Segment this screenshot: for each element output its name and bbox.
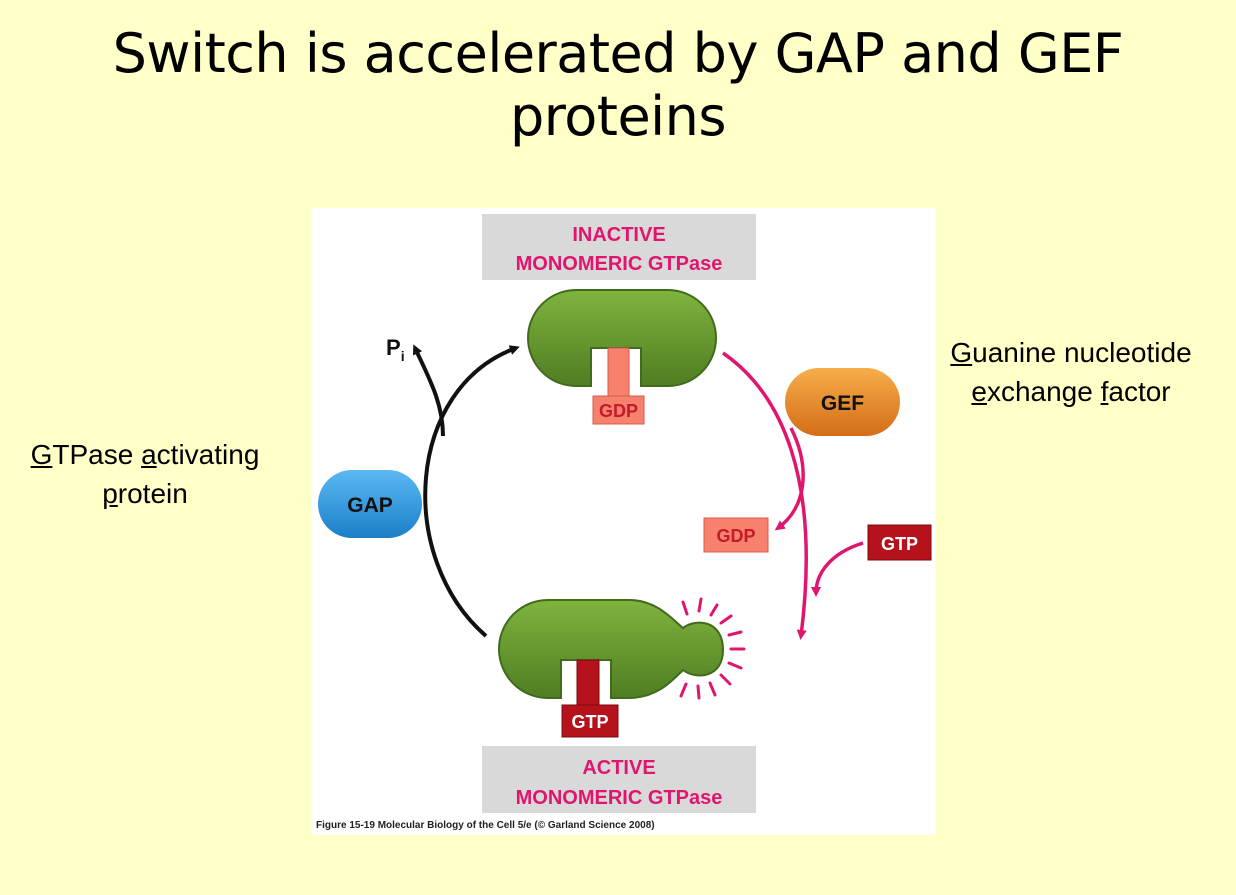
gtpase-cycle-figure: INACTIVE MONOMERIC GTPase GDP Pi GAP GEF…	[311, 208, 936, 835]
gef-protein-label: GEF	[821, 392, 864, 415]
gdp-bound-label: GDP	[599, 401, 638, 421]
active-gtpase-protein	[498, 599, 725, 699]
gef-definition-label: Guanine nucleotide exchange factor	[918, 333, 1224, 411]
gef-definition-line1: Guanine nucleotide	[950, 337, 1192, 368]
gtp-bound-label: GTP	[571, 712, 608, 732]
gdp-free-block	[703, 517, 769, 553]
gef-protein	[785, 368, 900, 436]
gtp-free-label: GTP	[881, 534, 918, 554]
pi-label: Pi	[386, 335, 405, 364]
figure-caption: Figure 15-19 Molecular Biology of the Ce…	[316, 820, 655, 831]
gap-hydrolysis-arrow	[423, 345, 520, 638]
gdp-free-label: GDP	[716, 526, 755, 546]
gtpase-cycle-diagram: INACTIVE MONOMERIC GTPase GDP Pi GAP GEF…	[318, 214, 932, 813]
gdp-bound-block	[592, 395, 645, 425]
active-label-line2: MONOMERIC GTPase	[516, 787, 723, 809]
gtp-free-block	[867, 524, 932, 561]
pi-release-arrow	[413, 344, 445, 437]
inactive-gtpase-protein	[527, 289, 717, 387]
gdp-release-arrow	[774, 427, 805, 531]
gtp-bound-block	[561, 704, 619, 738]
inactive-label-line2: MONOMERIC GTPase	[516, 253, 723, 275]
gap-protein-label: GAP	[347, 494, 393, 517]
slide-title: Switch is accelerated by GAP and GEF pro…	[112, 22, 1124, 148]
gap-definition-label: GTPase activating protein	[0, 435, 290, 513]
inactive-label-box	[482, 214, 756, 280]
gef-definition-line2: exchange factor	[971, 376, 1171, 407]
active-label-line1: ACTIVE	[582, 757, 655, 779]
gef-exchange-arrow	[722, 351, 808, 640]
gap-definition-line2: protein	[102, 478, 188, 509]
gtp-stem	[576, 659, 600, 706]
activity-rays	[679, 597, 746, 700]
gap-definition-line1: GTPase activating	[30, 439, 260, 470]
gap-protein	[318, 470, 422, 538]
inactive-label-line1: INACTIVE	[572, 224, 665, 246]
gtp-entry-arrow	[811, 541, 864, 597]
gdp-stem	[607, 347, 630, 397]
active-label-box	[482, 746, 756, 813]
